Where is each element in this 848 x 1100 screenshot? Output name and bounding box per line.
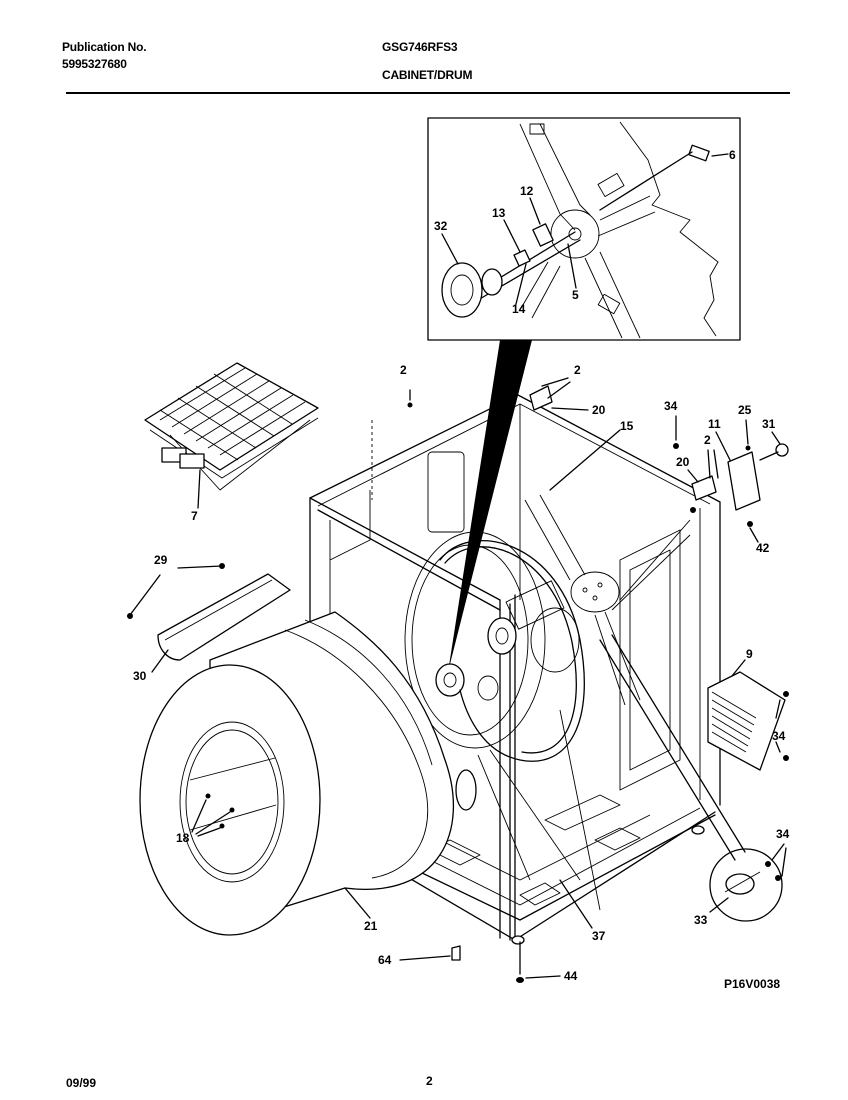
inset-pointer-wedge <box>448 340 532 672</box>
lint-screen-rack: 7 <box>144 362 319 523</box>
callout-42: 42 <box>756 541 770 555</box>
footer-page-number: 2 <box>426 1074 433 1088</box>
footer-date: 09/99 <box>66 1076 97 1090</box>
callout-20b: 20 <box>676 455 690 469</box>
callout-33: 33 <box>694 913 708 927</box>
bottom-parts: 18 21 37 64 44 <box>176 793 606 983</box>
callout-2b: 2 <box>574 363 581 377</box>
callout-11: 11 <box>708 417 721 431</box>
callout-12: 12 <box>520 184 534 198</box>
callout-31: 31 <box>762 417 776 431</box>
callout-34a: 34 <box>664 399 678 413</box>
callout-18: 18 <box>176 831 190 845</box>
callout-30: 30 <box>133 669 147 683</box>
callout-21: 21 <box>364 919 378 933</box>
cabinet-frame <box>309 394 721 945</box>
callout-7: 7 <box>191 509 198 523</box>
toe-panel: 29 30 <box>127 553 291 683</box>
callout-5: 5 <box>572 288 579 302</box>
header-rule <box>66 92 790 94</box>
thermostat-detail: 34 33 <box>599 634 790 927</box>
callout-9: 9 <box>746 647 753 661</box>
callout-15: 15 <box>620 419 634 433</box>
callout-6: 6 <box>729 148 736 162</box>
callout-20a: 20 <box>592 403 606 417</box>
inset-detail: 6 12 13 32 5 14 <box>427 117 741 341</box>
publication-number: 5995327680 <box>62 57 127 71</box>
drum-rear-assembly <box>404 494 691 911</box>
callout-25: 25 <box>738 403 752 417</box>
figure-code: P16V0038 <box>724 977 780 991</box>
callout-2c: 2 <box>704 433 711 447</box>
exhaust-grill: 9 34 <box>707 647 789 771</box>
section-title: CABINET/DRUM <box>382 68 473 82</box>
model-number: GSG746RFS3 <box>382 40 458 54</box>
callout-2a: 2 <box>400 363 407 377</box>
callout-37: 37 <box>592 929 606 943</box>
publication-label: Publication No. <box>62 40 147 54</box>
callout-64: 64 <box>378 953 392 967</box>
callout-14: 14 <box>512 302 526 316</box>
callout-32: 32 <box>434 219 448 233</box>
drum <box>139 611 477 936</box>
callout-34b: 34 <box>772 729 786 743</box>
callout-34c: 34 <box>776 827 790 841</box>
callout-29: 29 <box>154 553 168 567</box>
small-parts: 2 20 2 15 34 20 2 11 25 31 <box>371 363 789 555</box>
callout-44: 44 <box>564 969 578 983</box>
callout-13: 13 <box>492 206 506 220</box>
